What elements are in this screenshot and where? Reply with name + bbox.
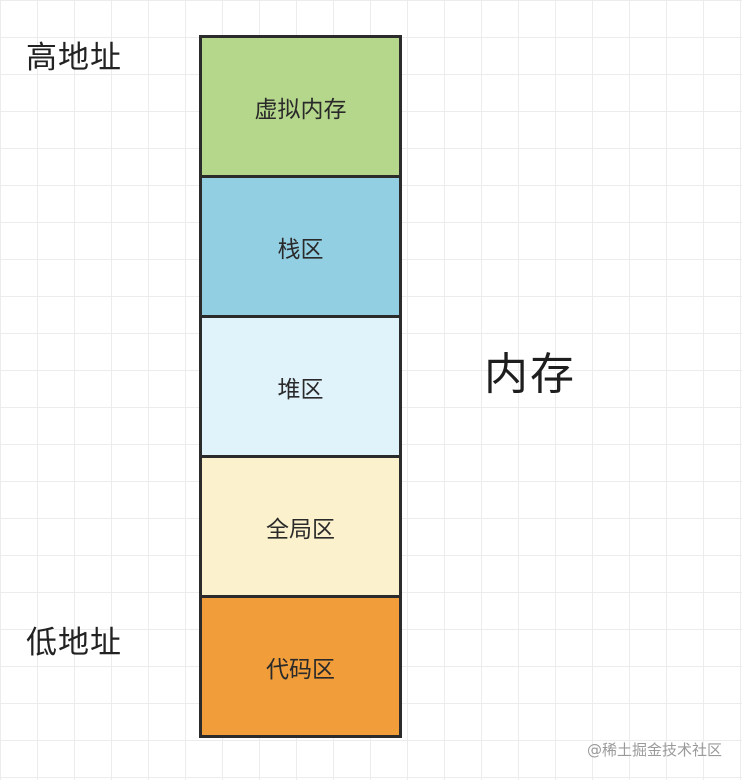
low-address-label: 低地址 — [26, 625, 122, 661]
segment-code: 代码区 — [202, 595, 399, 735]
memory-title: 内存 — [484, 349, 576, 400]
segment-heap: 堆区 — [202, 315, 399, 455]
segment-virtual-memory: 虚拟内存 — [202, 38, 399, 175]
segment-stack: 栈区 — [202, 175, 399, 315]
segment-global: 全局区 — [202, 455, 399, 595]
watermark: @稀土掘金技术社区 — [586, 741, 722, 759]
memory-stack-diagram: 虚拟内存 栈区 堆区 全局区 代码区 — [199, 35, 402, 738]
high-address-label: 高地址 — [26, 40, 122, 76]
